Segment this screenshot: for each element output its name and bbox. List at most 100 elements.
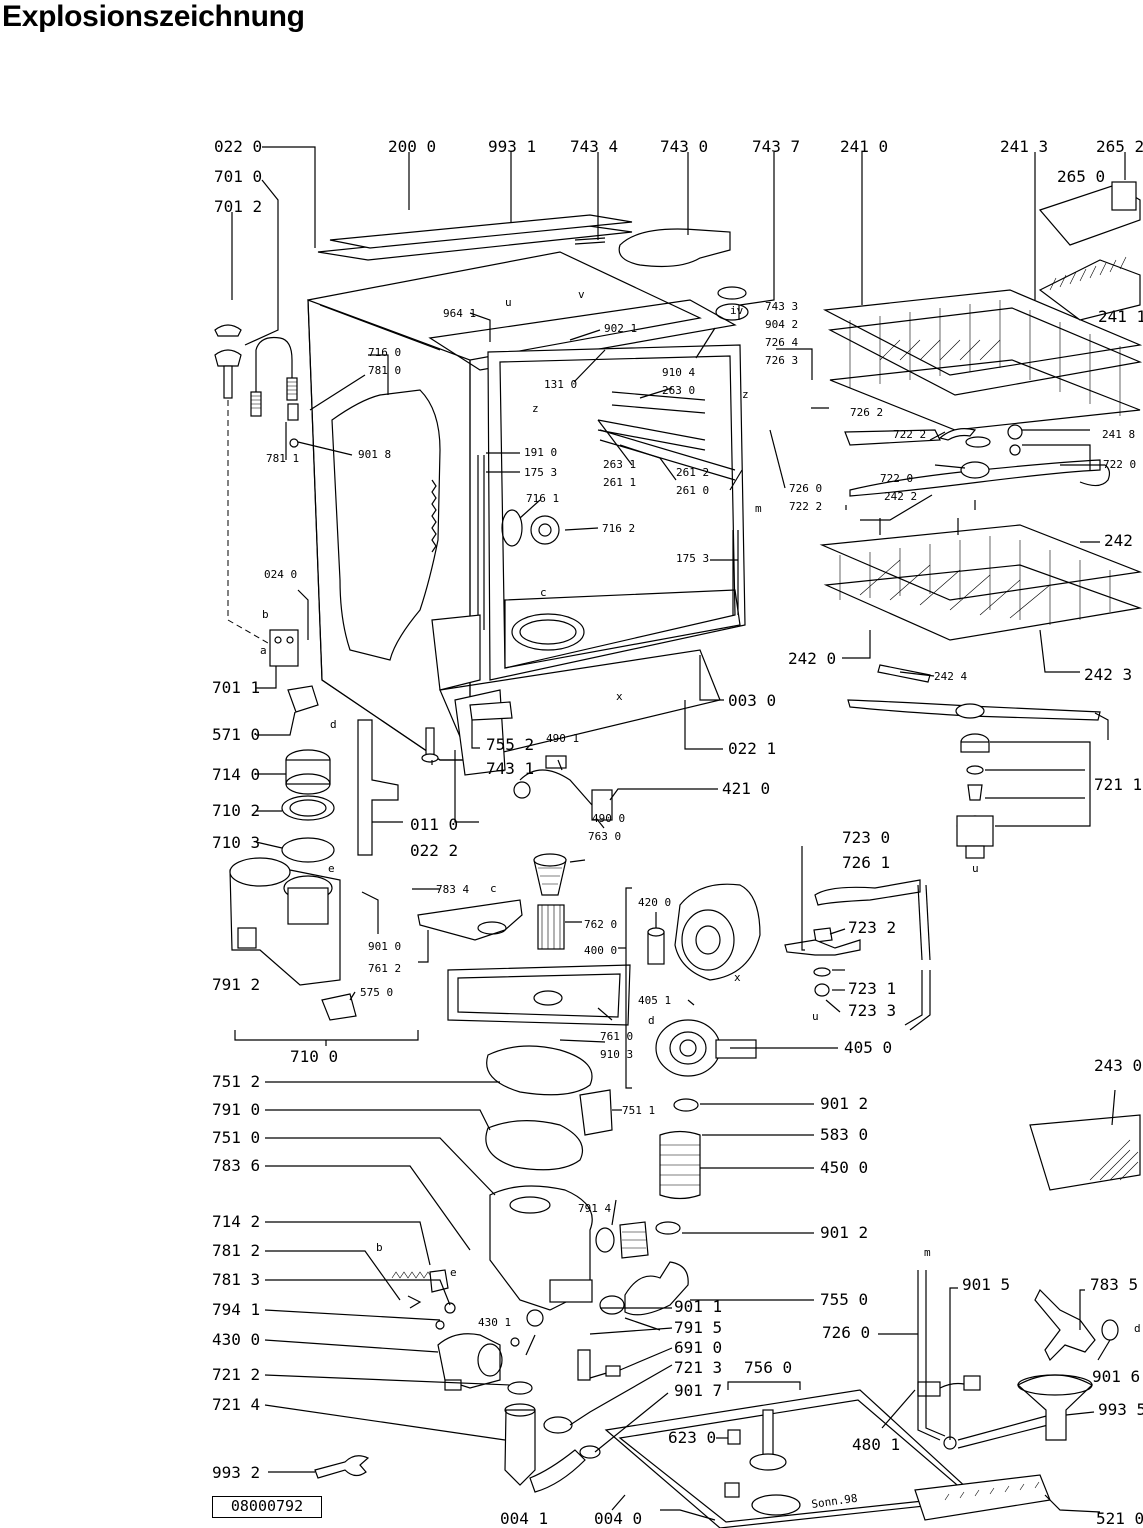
part-number-label: 571 0 bbox=[212, 725, 260, 744]
part-number-label: 761 0 bbox=[600, 1030, 633, 1043]
part-number-label: 993 2 bbox=[212, 1463, 260, 1482]
part-number-label: 242 4 bbox=[934, 670, 967, 683]
part-number-label: 420 0 bbox=[638, 896, 671, 909]
part-number-label: 902 1 bbox=[604, 322, 637, 335]
part-number-label: 723 0 bbox=[842, 828, 890, 847]
part-number-label: 721 3 bbox=[674, 1358, 722, 1377]
part-number-label: 241 8 bbox=[1102, 428, 1135, 441]
part-number-label: 200 0 bbox=[388, 137, 436, 156]
reference-letter: d bbox=[648, 1014, 655, 1027]
part-number-label: 131 0 bbox=[544, 378, 577, 391]
pump-motor-drawing bbox=[595, 883, 761, 1316]
part-number-label: 726 4 bbox=[765, 336, 798, 349]
part-number-label: 743 3 bbox=[765, 300, 798, 313]
lower-spray-arm-parts-drawing bbox=[956, 733, 994, 859]
part-number-label: 721 2 bbox=[212, 1365, 260, 1384]
part-number-label: 263 1 bbox=[603, 458, 636, 471]
part-number-label: 722 0 bbox=[880, 472, 913, 485]
reference-letter: c bbox=[540, 586, 547, 599]
part-number-label: 691 0 bbox=[674, 1338, 722, 1357]
part-number-label: 751 1 bbox=[622, 1104, 655, 1117]
part-number-label: 762 0 bbox=[584, 918, 617, 931]
part-number-label: 901 8 bbox=[358, 448, 391, 461]
reference-letter: b bbox=[262, 608, 269, 621]
part-number-label: 701 0 bbox=[214, 167, 262, 186]
part-number-label: 022 1 bbox=[728, 739, 776, 758]
part-number-label: 716 0 bbox=[368, 346, 401, 359]
part-number-label: 751 0 bbox=[212, 1128, 260, 1147]
reference-letter: e bbox=[328, 862, 335, 875]
upper-spray-arm-drawing bbox=[844, 424, 1101, 497]
part-number-label: 261 2 bbox=[676, 466, 709, 479]
upper-basket-drawing bbox=[822, 181, 1143, 431]
part-number-label: 405 0 bbox=[844, 1038, 892, 1057]
part-number-label: 726 2 bbox=[850, 406, 883, 419]
part-number-label: 901 6 bbox=[1092, 1367, 1140, 1386]
part-number-label: 901 7 bbox=[674, 1381, 722, 1400]
lower-basket-drawing bbox=[819, 524, 1143, 721]
part-number-label: 430 0 bbox=[212, 1330, 260, 1349]
part-number-label: 490 1 bbox=[546, 732, 579, 745]
part-number-label: 791 5 bbox=[674, 1318, 722, 1337]
reference-letter: m bbox=[755, 502, 762, 515]
reference-letter: b bbox=[376, 1241, 383, 1254]
part-number-label: 242 2 bbox=[884, 490, 917, 503]
reference-letter: d bbox=[1134, 1322, 1141, 1335]
part-number-label: 242 3 bbox=[1084, 665, 1132, 684]
part-number-label: 910 3 bbox=[600, 1048, 633, 1061]
reference-letter: c bbox=[490, 882, 497, 895]
part-number-label: 755 2 bbox=[486, 735, 534, 754]
base-plate-drawing bbox=[604, 1375, 1051, 1528]
reference-letter: u bbox=[972, 862, 979, 875]
part-number-label: 003 0 bbox=[728, 691, 776, 710]
reference-letter: u bbox=[505, 296, 512, 309]
part-number-label: 004 0 bbox=[594, 1509, 642, 1528]
reference-letter: z bbox=[742, 388, 749, 401]
reference-letter: iv bbox=[730, 304, 744, 317]
part-number-label: 721 4 bbox=[212, 1395, 260, 1414]
part-number-label: 901 0 bbox=[368, 940, 401, 953]
part-number-label: 265 0 bbox=[1057, 167, 1105, 186]
reference-letter: x bbox=[616, 690, 623, 703]
part-number-label: 781 0 bbox=[368, 364, 401, 377]
part-number-label: 791 0 bbox=[212, 1100, 260, 1119]
part-number-label: 241 3 bbox=[1000, 137, 1048, 156]
part-number-label: 024 0 bbox=[264, 568, 297, 581]
left-parts-drawing bbox=[214, 324, 439, 1021]
part-number-label: 241 0 bbox=[840, 137, 888, 156]
part-number-labels: 022 0 200 0 993 1 743 4 743 0 743 7 241 … bbox=[212, 137, 1143, 1528]
reference-letters: u v z z c x a b m c x d u e d e b d m u … bbox=[260, 288, 1141, 1335]
reference-letter: v bbox=[578, 288, 585, 301]
part-number-label: 022 2 bbox=[410, 841, 458, 860]
part-number-label: 723 3 bbox=[848, 1001, 896, 1020]
part-number-label: 761 2 bbox=[368, 962, 401, 975]
part-number-label: 242 0 bbox=[788, 649, 836, 668]
part-number-label: 405 1 bbox=[638, 994, 671, 1007]
part-number-label: 701 1 bbox=[212, 678, 260, 697]
part-number-label: 743 4 bbox=[570, 137, 618, 156]
part-number-label: 755 0 bbox=[820, 1290, 868, 1309]
part-number-label: 726 1 bbox=[842, 853, 890, 872]
part-number-label: 242 1 bbox=[1104, 531, 1143, 550]
part-number-label: 993 1 bbox=[488, 137, 536, 156]
page-title: Explosionszeichnung bbox=[2, 0, 305, 33]
part-number-label: 901 1 bbox=[674, 1297, 722, 1316]
reference-letter: a bbox=[260, 644, 267, 657]
part-number-label: 756 0 bbox=[744, 1358, 792, 1377]
part-number-label: 910 4 bbox=[662, 366, 695, 379]
part-number-label: 722 2 bbox=[789, 500, 822, 513]
part-number-label: 714 2 bbox=[212, 1212, 260, 1231]
reference-letter: m bbox=[924, 1246, 931, 1259]
part-number-label: 783 4 bbox=[436, 883, 469, 896]
bottom-left-parts-drawing bbox=[391, 1269, 621, 1493]
part-number-label: 022 0 bbox=[214, 137, 262, 156]
part-number-label: 763 0 bbox=[588, 830, 621, 843]
part-number-label: 751 2 bbox=[212, 1072, 260, 1091]
part-number-label: 794 1 bbox=[212, 1300, 260, 1319]
reference-letter: x bbox=[734, 971, 741, 984]
part-number-label: 421 0 bbox=[722, 779, 770, 798]
part-number-label: 722 0 bbox=[1103, 458, 1136, 471]
document-number-box: 08000792 bbox=[212, 1496, 322, 1518]
part-number-label: 743 1 bbox=[486, 759, 534, 778]
